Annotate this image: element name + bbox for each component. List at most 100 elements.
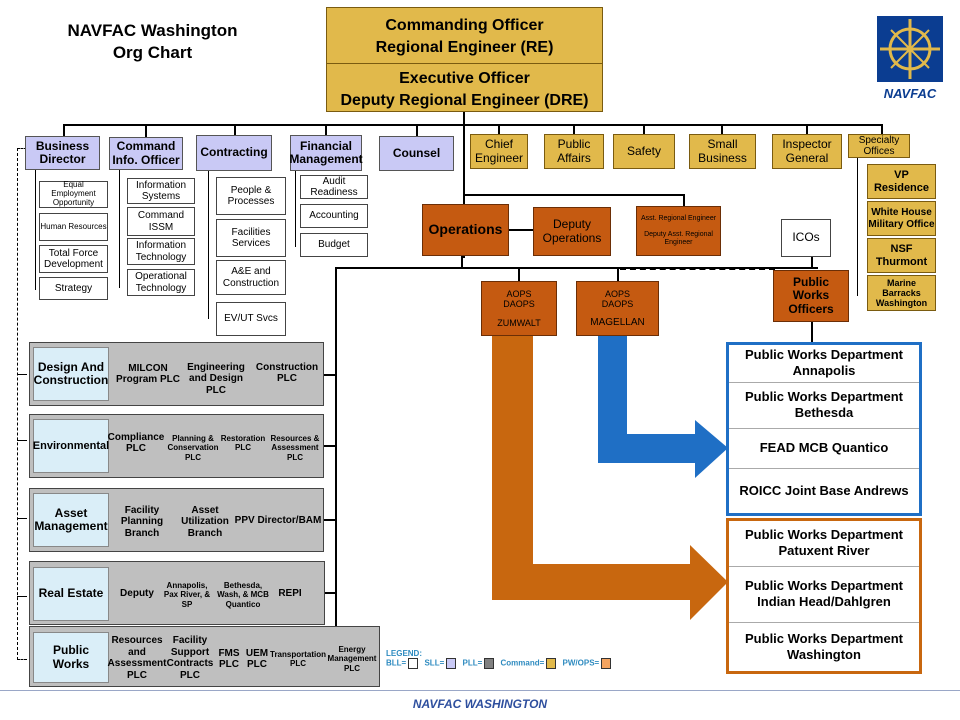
business-sub-eeo: Equal Employment Opportunity	[39, 180, 108, 208]
strip-5-head: Public Works	[33, 632, 109, 683]
strip-5-item-5: Transportation PLC	[270, 641, 327, 677]
strip-5-item-4: UEM PLC	[243, 641, 271, 677]
contracting-sub-people: People & Processes	[216, 177, 286, 215]
business-sub-eeo-label: Equal Employment Opportunity	[51, 180, 96, 207]
strip-4-item-3-label: Bethesda, Wash, & MCB Quantico	[217, 581, 269, 609]
cio-sub-is: Information Systems	[127, 178, 195, 204]
specialty-whmo-label: White House Military Office	[868, 207, 935, 230]
strip-connector-4	[325, 592, 336, 594]
co-line2: Regional Engineer (RE)	[375, 39, 554, 56]
orange-sep-2	[729, 622, 919, 623]
specialty-vp-label: VP Residence	[873, 169, 930, 194]
pwo-stem-up	[811, 257, 813, 269]
strip-4-head: Real Estate	[33, 567, 109, 621]
orange-item-3-label: Public Works Department Washington	[745, 631, 903, 662]
strip-5-head-label: Public Works	[52, 643, 90, 671]
financial-sub-accounting: Accounting	[300, 204, 368, 228]
asst-re-drop	[683, 194, 685, 206]
strip-5-item-1-label: Resources and Assessment PLC	[107, 635, 167, 681]
strip-2-item-1-label: Compliance PLC	[107, 431, 165, 455]
drop-small-business	[721, 124, 723, 134]
public-affairs-label: Public Affairs	[557, 137, 591, 165]
strip-5-item-3-label: FMS PLC	[218, 647, 240, 671]
strip-connector-2	[324, 445, 336, 447]
legend-title: LEGEND:	[386, 649, 422, 658]
operations-label: Operations	[428, 221, 503, 238]
deputy-operations-box: Deputy Operations	[533, 207, 611, 256]
strip-4-item-4: REPI	[270, 576, 310, 612]
strip-3-item-3: PPV Director/BAM	[234, 503, 322, 539]
contracting-sub-ae-label: A&E and Construction	[222, 266, 280, 289]
blue-group-item-bethesda: Public Works Department Bethesda	[729, 383, 919, 427]
legend-pwops: PW/OPS=	[562, 658, 600, 668]
deputy-operations-label: Deputy Operations	[542, 217, 602, 245]
strip-4-item-2: Annapolis, Pax River, & SP	[160, 572, 214, 618]
strip-2-item-4: Resources & Assessment PLC	[266, 425, 324, 471]
strip-3-item-1: Facility Planning Branch	[112, 497, 172, 547]
orange-group-item-patuxent: Public Works Department Patuxent River	[729, 521, 919, 565]
strip-1-item-2: Engineering and Design PLC	[183, 353, 249, 405]
strip-1-head: Design And Construction	[33, 347, 109, 401]
strip-2-item-2: Planning & Conservation PLC	[164, 425, 222, 471]
strip-1-item-2-label: Engineering and Design PLC	[187, 361, 245, 396]
strip-5-item-5-label: Transportation PLC	[270, 649, 327, 668]
contracting-sub-evut-label: EV/UT Svcs	[224, 313, 278, 325]
navfac-logo-icon	[877, 16, 943, 102]
orange-group: Public Works Department Patuxent River P…	[726, 518, 922, 674]
aops1-line3: ZUMWALT	[497, 317, 541, 328]
strip-5-item-6: Energy Management PLC	[325, 637, 379, 681]
drop-business	[63, 124, 65, 137]
cio-label: Command Info. Officer	[112, 139, 180, 167]
blue-group-item-annapolis: Public Works Department Annapolis	[729, 345, 919, 381]
co-stem	[463, 112, 465, 258]
bracket-tick-1	[17, 374, 27, 375]
strip-3-item-1-label: Facility Planning Branch	[120, 504, 164, 539]
legend-bll: BLL=	[386, 658, 407, 668]
blue-group-item-quantico: FEAD MCB Quantico	[729, 429, 919, 467]
orange-group-item-indianhead: Public Works Department Indian Head/Dahl…	[729, 567, 919, 621]
cio-sub-is-label: Information Systems	[135, 179, 187, 202]
asst-re-label-2: Deputy Asst. Regional Engineer	[644, 231, 713, 246]
financial-box: Financial Management	[289, 135, 363, 171]
strip-4-item-2-label: Annapolis, Pax River, & SP	[163, 581, 211, 609]
drop-chief	[498, 124, 500, 134]
cio-sub-issm: Command ISSM	[127, 207, 195, 236]
specialty-offices-box: Specialty Offices	[848, 134, 910, 158]
strip-real-estate: Real Estate Deputy Annapolis, Pax River,…	[29, 561, 325, 625]
drop-public-affairs	[573, 124, 575, 134]
cio-box: Command Info. Officer	[109, 137, 183, 170]
strip-3-head-label: Asset Management	[34, 505, 108, 533]
orange-item-1-label: Public Works Department Patuxent River	[745, 527, 903, 558]
blue-item-3-label: FEAD MCB Quantico	[759, 440, 889, 456]
legend-command-swatch	[546, 658, 557, 669]
strip-asset-management: Asset Management Facility Planning Branc…	[29, 488, 324, 552]
strip-connector-3	[324, 519, 336, 521]
inspector-general-box: Inspector General	[772, 134, 842, 169]
cio-sub-ot: Operational Technology	[127, 269, 195, 296]
strip-1-head-label: Design And Construction	[33, 359, 109, 387]
business-director-box: Business Director	[25, 136, 100, 170]
co-divider	[327, 63, 602, 64]
orange-group-item-washington: Public Works Department Washington	[729, 623, 919, 671]
strip-environmental: Environmental Compliance PLC Planning & …	[29, 414, 324, 478]
business-sub-tfd-label: Total Force Development	[44, 247, 103, 270]
small-business-label: Small Business	[698, 137, 747, 165]
financial-sub-stem	[295, 171, 296, 247]
strip-3-item-2-label: Asset Utilization Branch	[181, 504, 229, 539]
aops2-line3: MAGELLAN	[590, 316, 645, 328]
financial-sub-budget-label: Budget	[318, 239, 350, 251]
ops-horizontal-left	[335, 267, 818, 269]
ops-to-deputy	[508, 229, 534, 231]
safety-box: Safety	[613, 134, 675, 169]
financial-sub-accounting-label: Accounting	[309, 210, 359, 222]
strip-2-item-4-label: Resources & Assessment PLC	[270, 434, 320, 462]
small-business-box: Small Business	[689, 134, 756, 169]
aops2-line2: DAOPS	[601, 298, 634, 309]
blue-item-2-label: Public Works Department Bethesda	[745, 389, 903, 420]
strip-1-item-1: MILCON Program PLC	[113, 353, 183, 395]
ops-down	[461, 256, 463, 268]
aops1-line2: DAOPS	[503, 299, 535, 310]
pwo-box: Public Works Officers	[773, 270, 849, 322]
strip-2-item-3-label: Restoration PLC	[220, 433, 266, 452]
